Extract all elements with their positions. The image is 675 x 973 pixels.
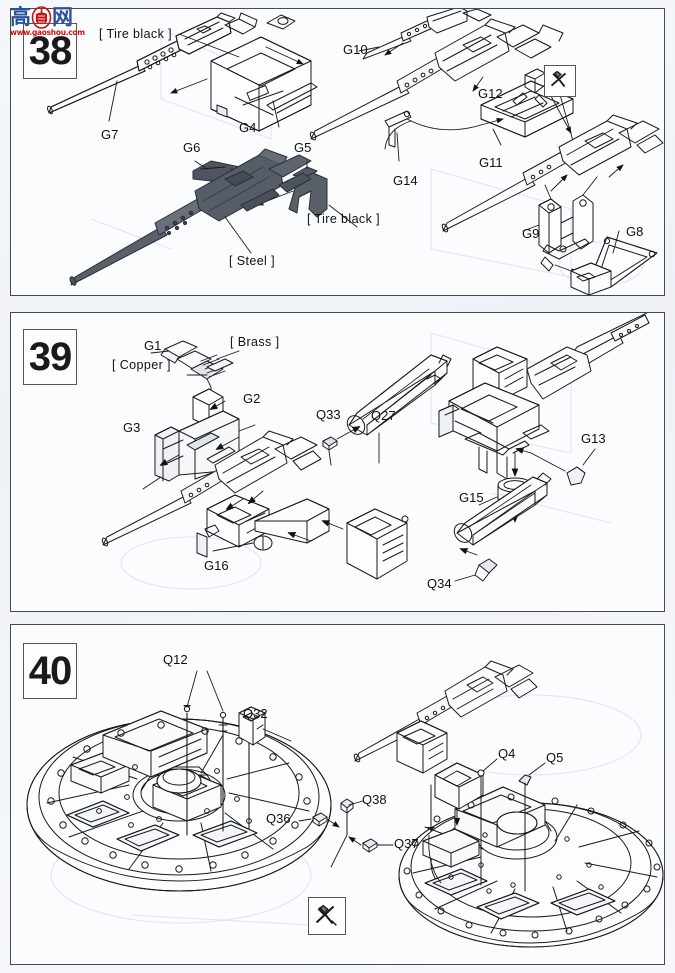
material-label-tire-black-top: [ Tire black ] (99, 27, 172, 41)
panel-39-artwork (11, 313, 664, 611)
assembly-step-panel-39: 39 G1 [ Brass ] [ Copper ] G2 G3 Q33 Q27… (10, 312, 665, 612)
material-label-tire-black-mid: [ Tire black ] (307, 212, 380, 226)
material-label-steel: [ Steel ] (229, 254, 275, 268)
step-number-39: 39 (23, 329, 77, 385)
part-label-q4: Q4 (498, 746, 516, 761)
step-number-38: 38 (23, 23, 77, 79)
panel-40-artwork (11, 625, 664, 964)
part-label-q37: Q37 (394, 836, 419, 851)
part-label-q33: Q33 (316, 407, 341, 422)
part-label-q36: Q36 (266, 811, 291, 826)
part-label-g1: G1 (144, 338, 162, 353)
part-label-q5: Q5 (546, 750, 564, 765)
part-label-g6: G6 (183, 140, 201, 155)
part-label-g8: G8 (626, 224, 644, 239)
part-label-g5: G5 (294, 140, 312, 155)
material-label-brass: [ Brass ] (230, 335, 280, 349)
part-label-g12: G12 (478, 86, 503, 101)
part-label-g7: G7 (101, 127, 119, 142)
part-label-q27: Q27 (371, 408, 396, 423)
remove-part-icon (544, 65, 576, 97)
part-label-q12: Q12 (163, 652, 188, 667)
remove-part-icon (308, 897, 346, 935)
part-label-g3: G3 (123, 420, 141, 435)
part-label-g10: G10 (343, 42, 368, 57)
part-label-g9: G9 (522, 226, 540, 241)
step-number-40: 40 (23, 643, 77, 699)
panel-38-artwork (11, 9, 664, 295)
part-label-q32: Q32 (243, 706, 268, 721)
part-label-g11: G11 (479, 155, 503, 170)
material-label-copper: [ Copper ] (112, 358, 171, 372)
part-label-g13: G13 (581, 431, 606, 446)
part-label-g2: G2 (243, 391, 261, 406)
part-label-q38: Q38 (362, 792, 387, 807)
assembly-step-panel-40: 40 Q12 Q32 Q4 Q5 Q36 Q38 Q37 (10, 624, 665, 965)
assembly-step-panel-38: 38 [ Tire black ] G7 G4 G6 G5 [ Tire bla… (10, 8, 665, 296)
part-label-g4: G4 (239, 120, 257, 135)
part-label-g16: G16 (204, 558, 229, 573)
part-label-q34: Q34 (427, 576, 452, 591)
part-label-g14: G14 (393, 173, 418, 188)
part-label-g15: G15 (459, 490, 484, 505)
